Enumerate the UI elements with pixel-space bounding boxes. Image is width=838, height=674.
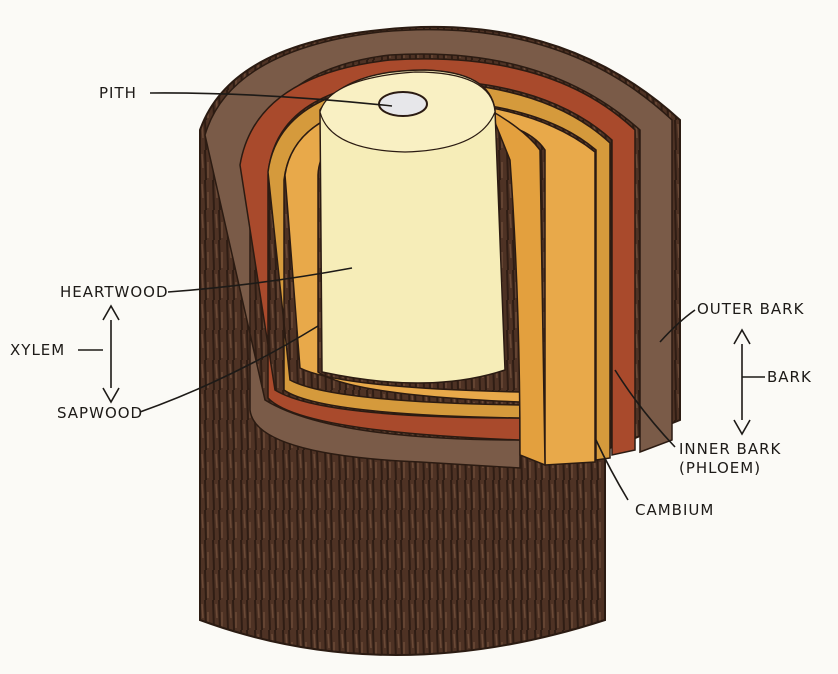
outer-bark-label: OUTER BARK [697,300,804,318]
inner-bark-label: INNER BARK [679,440,781,458]
pith-core [379,92,427,116]
phloem-label: (PHLOEM) [679,459,761,477]
sapwood-label: SAPWOOD [57,404,143,422]
heartwood-label: HEARTWOOD [60,283,169,301]
xylem-label: XYLEM [10,341,65,359]
bark-label: BARK [767,368,812,386]
pith-label: PITH [99,84,137,102]
cambium-label: CAMBIUM [635,501,714,519]
